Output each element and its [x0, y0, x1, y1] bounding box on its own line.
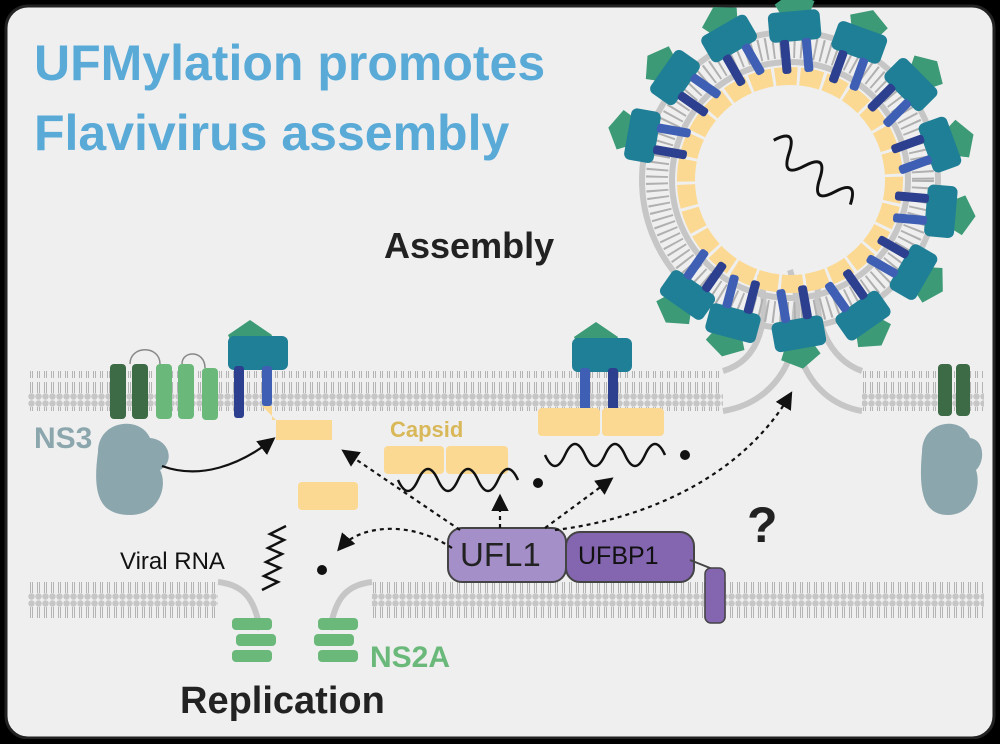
e-protein-icon-middle — [572, 322, 632, 413]
virion-e-protein-icon — [891, 116, 974, 174]
title-line-2: Flavivirus assembly — [34, 105, 510, 161]
ns2a-protein-icon — [232, 618, 358, 662]
question-mark: ? — [747, 497, 778, 553]
virion-e-protein-icon — [656, 249, 727, 325]
virion-e-protein-icon — [701, 7, 765, 87]
rna-icon — [261, 442, 667, 592]
virion-e-protein-icon — [867, 55, 943, 128]
virion-e-protein-icon — [771, 285, 827, 369]
ufl1-ufbp1-complex — [447, 527, 726, 624]
ufl1-label: UFL1 — [460, 536, 541, 573]
virion-e-protein-icon — [828, 10, 888, 91]
capsid-label: Capsid — [390, 417, 464, 442]
virion-e-protein-icon — [824, 269, 891, 348]
capsid-proteins — [298, 408, 664, 510]
ns-transmembrane-cluster — [110, 349, 218, 420]
replication-label: Replication — [180, 680, 385, 722]
virion-e-protein-icon — [767, 0, 822, 74]
virion-e-protein-icon — [608, 108, 691, 163]
ns2a-label: NS2A — [370, 641, 451, 674]
lower-membrane — [28, 579, 984, 631]
viral-rna-label: Viral RNA — [120, 548, 225, 575]
ns3-label: NS3 — [34, 422, 93, 455]
virion-e-protein-icon — [705, 274, 761, 357]
title-line-1: UFMylation promotes — [34, 35, 546, 91]
virion-e-protein-icon — [892, 184, 976, 238]
virion-e-protein-icon — [645, 46, 721, 117]
arrows — [161, 391, 793, 552]
ns3-protein-icon — [96, 423, 169, 515]
assembly-label: Assembly — [384, 225, 555, 266]
virion-e-protein-icon — [866, 235, 943, 303]
budding-virion — [608, 0, 976, 369]
ufbp1-label: UFBP1 — [578, 542, 659, 570]
ns3-protein-icon-right — [920, 364, 983, 515]
e-protein-icon — [228, 320, 332, 440]
